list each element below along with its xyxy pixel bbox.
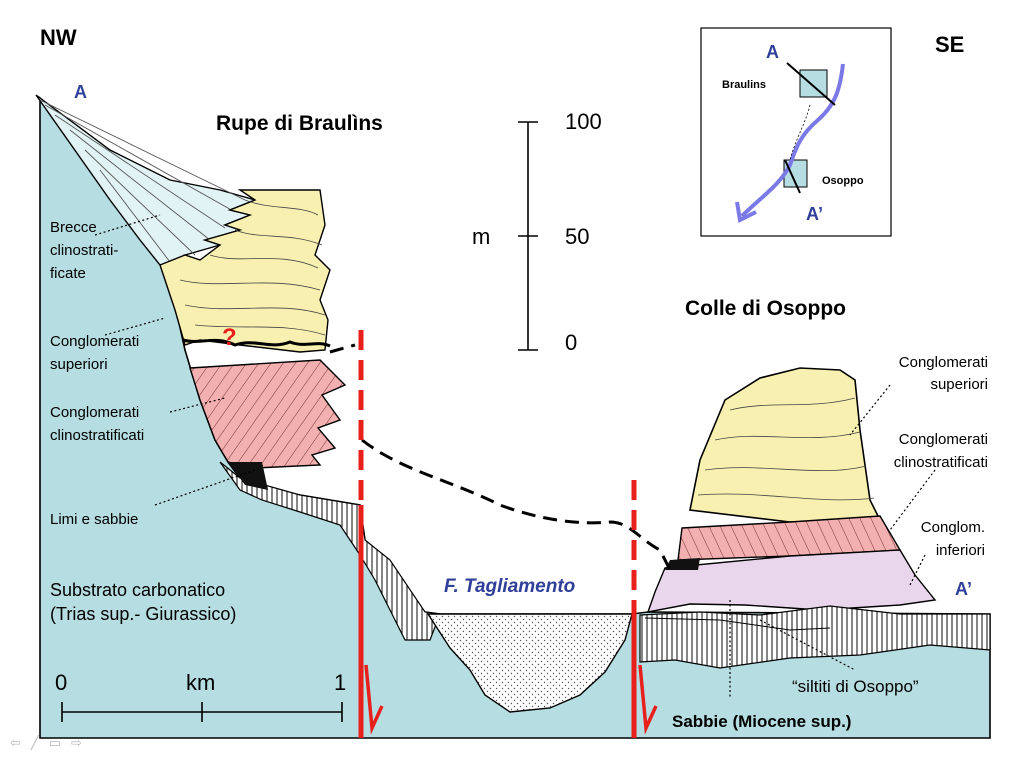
inset-label-a: A [766,42,779,62]
label-cong-clino-left-2: clinostratificati [50,427,144,444]
menu-icon[interactable]: ▭ [48,736,62,751]
uncertain-question-mark: ? [222,324,237,351]
lower-conglomerates-osoppo [646,549,937,613]
river-alluvium [426,613,633,713]
scale-tick-50: 50 [565,224,589,249]
limi-sabbie-layer [219,461,441,641]
upper-conglomerates-osoppo [689,367,882,523]
label-cong-sup-right-2: superiori [930,376,988,393]
silt-lens-osoppo [665,558,700,570]
label-cong-clino-left-1: Conglomerati [50,404,139,421]
point-a-label: A [74,82,87,102]
km-tick-1: 1 [334,670,346,695]
vertical-scale [518,121,538,351]
braulins-title: Rupe di Braulìns [216,112,383,135]
km-unit: km [186,670,215,695]
pen-icon[interactable]: ╱ [30,736,39,751]
label-limi-sabbie: Limi e sabbie [50,511,138,528]
point-a2-label: A’ [955,579,972,599]
label-sabbie-miocene: Sabbie (Miocene sup.) [672,712,851,731]
horizontal-scale [61,702,343,722]
forward-arrow-icon[interactable]: ⇨ [71,736,82,751]
inset-location-map [700,27,892,237]
label-cong-inf-2: inferiori [936,542,985,559]
fault-left-arrow [364,664,384,735]
label-cong-inf-1: Conglom. [921,519,985,536]
river-name: F. Tagliamento [444,576,575,597]
scale-tick-100: 100 [565,109,602,134]
inset-label-a2: A’ [806,204,823,224]
inset-label-osoppo: Osoppo [822,175,864,187]
osoppo-title: Colle di Osoppo [685,297,846,320]
label-cong-clino-right-1: Conglomerati [899,431,988,448]
label-brecce-1: Brecce [50,219,97,236]
label-cong-clino-right-2: clinostratificati [894,454,988,471]
correlation-dashed-line [329,343,672,571]
river-arrow-icon [740,63,845,218]
label-cong-sup-left-2: superiori [50,356,108,373]
label-substrato-1: Substrato carbonatico [50,580,225,600]
clino-conglomerates-braulins [189,359,347,469]
scale-tick-0: 0 [565,330,577,355]
scale-unit-m: m [472,224,490,249]
silt-lens-braulins [228,462,268,490]
back-arrow-icon[interactable]: ⇦ [10,736,21,751]
slide-navigation: ⇦ ╱ ▭ ⇨ [10,736,82,751]
se-label: SE [935,32,964,57]
label-cong-sup-left-1: Conglomerati [50,333,139,350]
label-brecce-2: clinostrati- [50,242,118,259]
label-substrato-2: (Trias sup.- Giurassico) [50,604,236,624]
label-cong-sup-right-1: Conglomerati [899,354,988,371]
label-siltiti: “siltiti di Osoppo” [792,677,919,696]
fault-right-arrow [638,664,658,735]
km-tick-0: 0 [55,670,67,695]
erosion-surface-braulins [182,338,331,348]
label-brecce-3: ficate [50,265,86,282]
nw-label: NW [40,25,77,50]
inset-label-braulins: Braulins [722,79,766,91]
